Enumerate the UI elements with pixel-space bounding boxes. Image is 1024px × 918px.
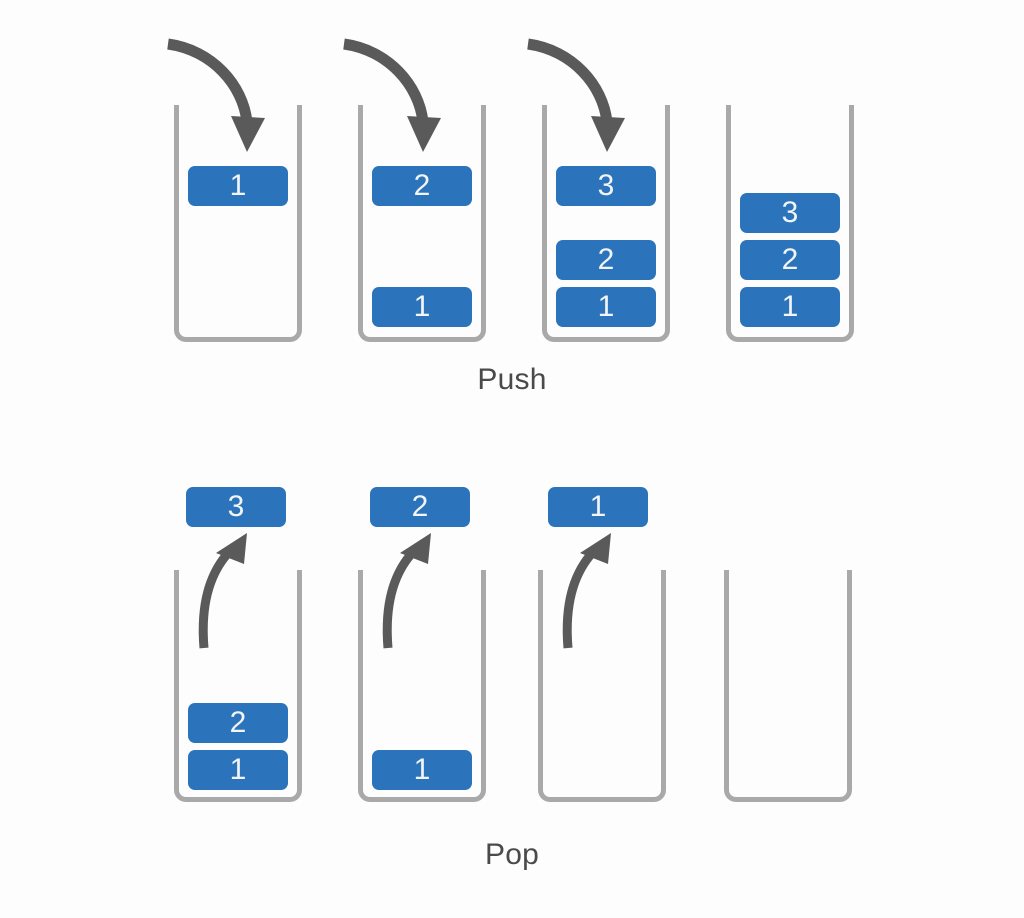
pop-arrowhead-1	[216, 533, 247, 564]
pop-stack-container-2	[358, 570, 486, 802]
push-block-1-value-1: 1	[188, 166, 288, 206]
push-stack-container-4	[726, 105, 854, 342]
push-stack-container-1	[174, 105, 302, 342]
push-block-3-value-3: 3	[556, 166, 656, 206]
pop-arrowhead-3	[580, 533, 611, 564]
pop-row-label: Pop	[485, 838, 539, 871]
pop-popped-block-3-value-1: 1	[548, 487, 648, 527]
pop-block-1-value-1: 1	[188, 750, 288, 790]
pop-stack-container-4	[724, 570, 852, 802]
pop-stack-container-1	[174, 570, 302, 802]
push-block-4-value-2: 2	[740, 240, 840, 280]
push-block-3-value-2: 2	[556, 240, 656, 280]
pop-stack-container-3	[538, 570, 666, 802]
push-block-2-value-2: 2	[372, 166, 472, 206]
pop-popped-block-1-value-3: 3	[186, 487, 286, 527]
pop-block-2-value-1: 1	[372, 750, 472, 790]
push-row-label: Push	[477, 363, 547, 396]
pop-block-1-value-2: 2	[188, 703, 288, 743]
push-block-3-value-1: 1	[556, 287, 656, 327]
push-block-2-value-1: 1	[372, 287, 472, 327]
push-block-4-value-1: 1	[740, 287, 840, 327]
push-stack-container-3	[542, 105, 670, 342]
pop-arrowhead-2	[400, 533, 431, 564]
push-stack-container-2	[358, 105, 486, 342]
pop-popped-block-2-value-2: 2	[370, 487, 470, 527]
push-block-4-value-3: 3	[740, 193, 840, 233]
